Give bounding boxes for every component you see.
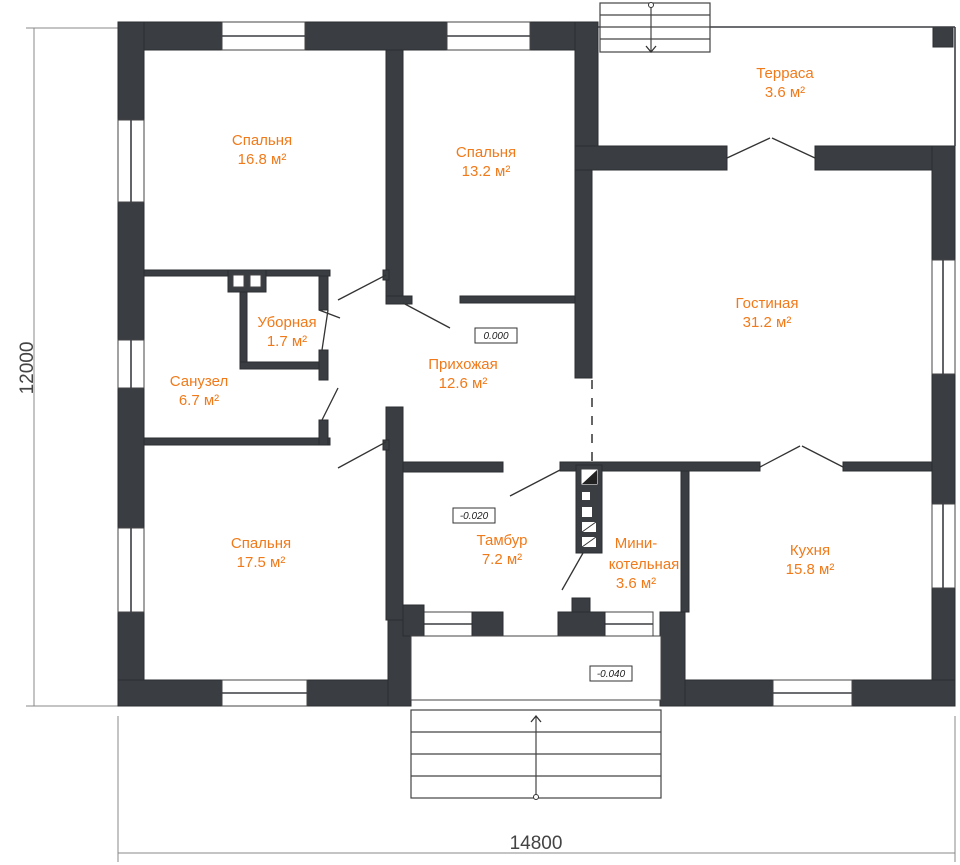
room-name: Уборная — [257, 314, 316, 331]
room-area: 31.2 м² — [743, 314, 792, 331]
room-label-toilet: Уборная 1.7 м² — [257, 314, 316, 350]
room-label-terrace: Терраса 3.6 м² — [756, 65, 814, 101]
level-marker-porch: -0.040 — [589, 665, 633, 682]
room-name: Спальня — [456, 144, 516, 161]
room-label-living-room: Гостиная 31.2 м² — [736, 295, 799, 331]
terrace-stairs — [599, 2, 711, 54]
room-area: 16.8 м² — [238, 151, 287, 168]
room-area: 3.6 м² — [765, 84, 805, 101]
room-name: Спальня — [232, 132, 292, 149]
room-name-line-1: Мини- — [615, 535, 658, 552]
level-value-porch: -0.040 — [597, 669, 626, 680]
room-label-bathroom: Санузел 6.7 м² — [170, 373, 228, 409]
level-value-vestibule: -0.020 — [460, 511, 489, 522]
room-area: 3.6 м² — [616, 575, 656, 592]
room-name: Спальня — [231, 535, 291, 552]
room-name: Прихожая — [428, 356, 498, 373]
boiler-vents — [581, 469, 598, 548]
room-name-line-2: котельная — [609, 556, 680, 573]
room-name: Кухня — [790, 542, 830, 559]
room-name: Тамбур — [477, 532, 528, 549]
room-area: 15.8 м² — [786, 561, 835, 578]
room-name: Санузел — [170, 373, 228, 390]
level-value-hallway: 0.000 — [483, 331, 508, 342]
room-label-bedroom-2: Спальня 13.2 м² — [456, 144, 516, 180]
room-label-bedroom-1: Спальня 16.8 м² — [232, 132, 292, 168]
room-label-hallway: Прихожая 12.6 м² — [428, 356, 498, 392]
dimension-height: 12000 — [17, 342, 38, 395]
dimension-width: 14800 — [510, 833, 563, 854]
room-area: 7.2 м² — [482, 551, 522, 568]
level-marker-hallway: 0.000 — [474, 327, 518, 344]
windows — [117, 21, 956, 707]
room-area: 1.7 м² — [267, 333, 307, 350]
room-label-vestibule: Тамбур 7.2 м² — [477, 532, 528, 568]
room-area: 17.5 м² — [237, 554, 286, 571]
room-name: Гостиная — [736, 295, 799, 312]
room-name: Терраса — [756, 65, 814, 82]
doors — [318, 137, 844, 663]
exterior-walls — [117, 21, 956, 707]
room-area: 12.6 м² — [439, 375, 488, 392]
room-area: 13.2 м² — [462, 163, 511, 180]
room-label-boiler-room: Мини- котельная 3.6 м² — [609, 535, 680, 592]
porch-stairs — [410, 635, 662, 800]
room-label-bedroom-3: Спальня 17.5 м² — [231, 535, 291, 571]
room-area: 6.7 м² — [179, 392, 219, 409]
dimension-lines — [26, 27, 956, 862]
room-label-kitchen: Кухня 15.8 м² — [786, 542, 835, 578]
level-marker-vestibule: -0.020 — [452, 507, 496, 524]
